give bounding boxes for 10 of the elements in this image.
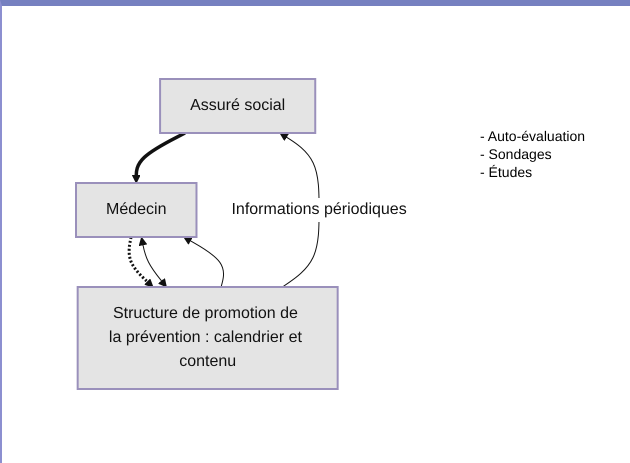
node-box: Assuré social — [158, 78, 316, 134]
note-text: - Auto-évaluation — [480, 128, 586, 144]
note-text: - Sondages — [480, 146, 553, 162]
node-box: Médecin — [74, 182, 198, 238]
note-text: - Études — [480, 164, 534, 180]
arrow — [182, 236, 224, 287]
arrow — [127, 236, 154, 287]
arrow — [138, 236, 166, 287]
node-box: Structure de promotion de la prévention : calendrier et contenu — [76, 286, 338, 390]
edge-label: Informations périodiques — [231, 200, 406, 218]
